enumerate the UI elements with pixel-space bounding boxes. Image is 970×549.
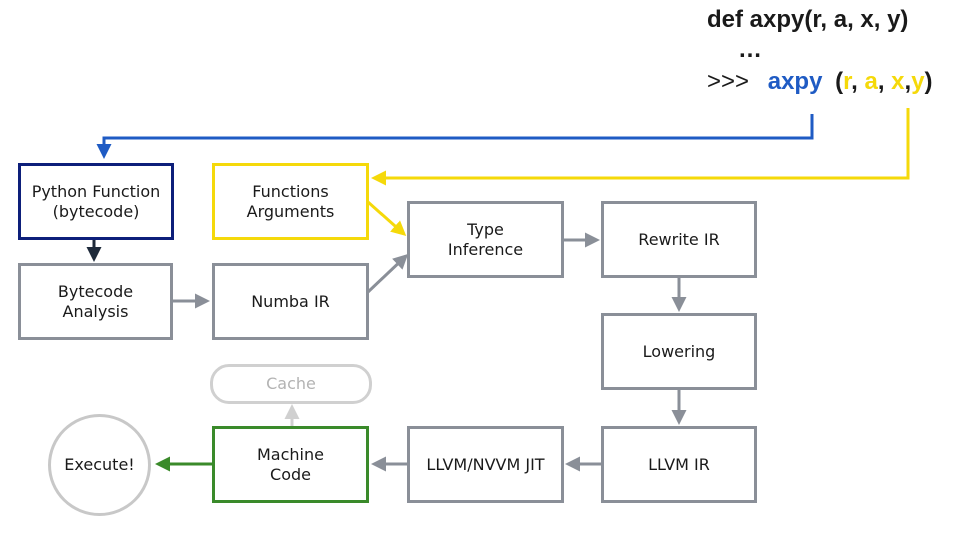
prompt: >>> bbox=[707, 68, 750, 95]
llvm-nvvm-jit-node: LLVM/NVVM JIT bbox=[407, 426, 564, 503]
call-comma: , bbox=[904, 68, 912, 95]
functions-arguments-node: Functions Arguments bbox=[212, 163, 369, 240]
call-comma: , bbox=[851, 68, 858, 95]
llvm-ir-label: LLVM IR bbox=[648, 454, 710, 474]
execute-label: Execute! bbox=[64, 455, 135, 474]
bytecode-analysis-label-line1: Bytecode bbox=[57, 281, 134, 301]
type-inference-node: Type Inference bbox=[407, 201, 564, 278]
functions-arguments-label-line2: Arguments bbox=[246, 201, 335, 221]
machine-code-node: Machine Code bbox=[212, 426, 369, 503]
lowering-label: Lowering bbox=[642, 341, 716, 361]
call-function-name: axpy bbox=[767, 68, 823, 95]
call-to-python-function-arrow bbox=[96, 114, 814, 159]
python-function-sublabel: (bytecode) bbox=[52, 201, 140, 221]
call-arg-a: a bbox=[864, 68, 878, 95]
function-call: >>> axpy (r, a, x,y) bbox=[707, 70, 933, 94]
lowering-node: Lowering bbox=[601, 313, 757, 390]
call-close-paren: ) bbox=[924, 68, 933, 95]
rewrite-ir-node: Rewrite IR bbox=[601, 201, 757, 278]
bytecode-analysis-node: Bytecode Analysis bbox=[18, 263, 173, 340]
bytecode-analysis-label-line2: Analysis bbox=[62, 301, 129, 321]
call-open-paren: ( bbox=[835, 68, 844, 95]
functions-arguments-to-type-inference-arrow bbox=[367, 200, 407, 236]
call-arg-x: x bbox=[891, 68, 905, 95]
ellipsis: … bbox=[738, 36, 762, 63]
numba-ir-to-type-inference-arrow bbox=[366, 253, 409, 294]
functions-arguments-label-line1: Functions bbox=[252, 181, 329, 201]
python-function-label: Python Function bbox=[31, 181, 161, 201]
type-inference-label-line2: Inference bbox=[447, 239, 524, 259]
numba-ir-label: Numba IR bbox=[251, 291, 330, 311]
machine-code-label-line1: Machine bbox=[257, 444, 324, 464]
python-function-node: Python Function (bytecode) bbox=[18, 163, 174, 240]
call-arg-y: y bbox=[911, 68, 925, 95]
llvm-ir-node: LLVM IR bbox=[601, 426, 757, 503]
function-definition: def axpy(r, a, x, y) bbox=[707, 6, 909, 33]
call-comma: , bbox=[877, 68, 885, 95]
rewrite-ir-label: Rewrite IR bbox=[638, 229, 720, 249]
type-inference-label-line1: Type bbox=[467, 219, 504, 239]
call-arg-r: r bbox=[843, 68, 852, 95]
execute-node: Execute! bbox=[48, 414, 151, 516]
numba-ir-node: Numba IR bbox=[212, 263, 369, 340]
cache-node: Cache bbox=[210, 364, 372, 404]
cache-label: Cache bbox=[266, 374, 316, 393]
llvm-nvvm-jit-label: LLVM/NVVM JIT bbox=[426, 454, 545, 474]
machine-code-label-line2: Code bbox=[270, 464, 311, 484]
args-to-functions-arguments-arrow bbox=[371, 108, 910, 186]
